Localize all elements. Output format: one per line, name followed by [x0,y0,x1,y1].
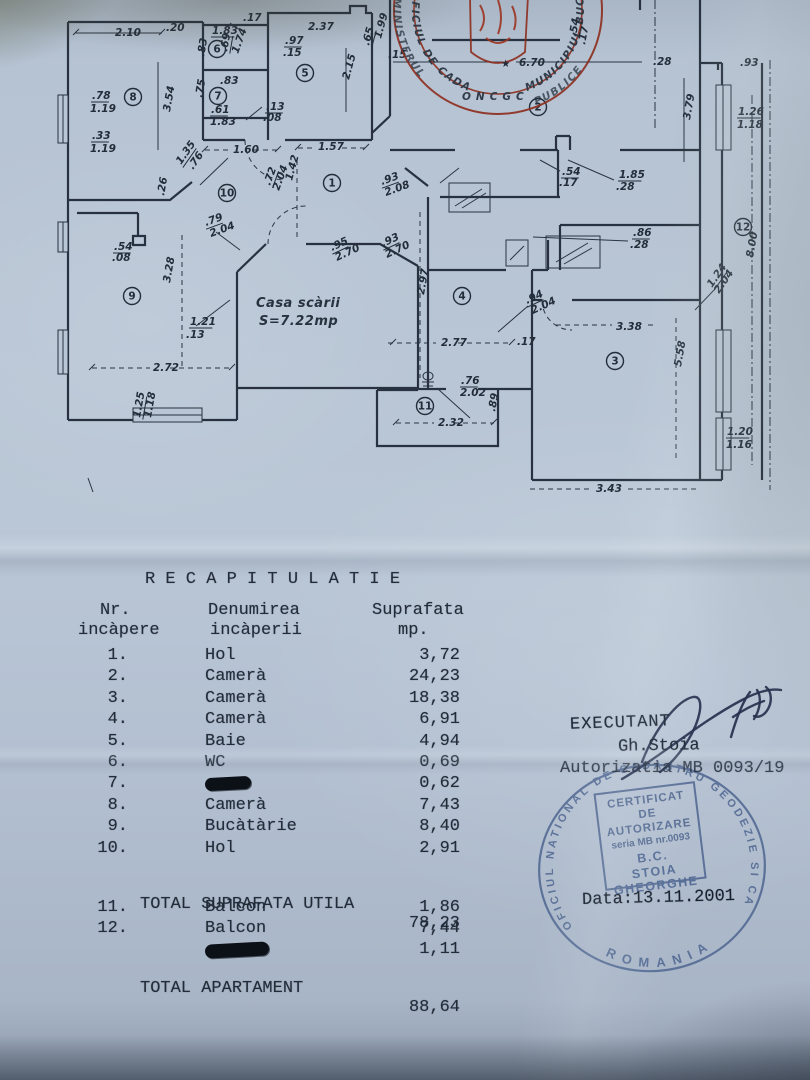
svg-text:DE: DE [638,807,657,821]
executant-name: Gh.Stoia [617,736,700,757]
svg-text:ROMANIA: ROMANIA [602,932,714,976]
authorization-line: Autorizatia MB 0093/19 [560,759,785,778]
executant-label: EXECUTANT [569,712,672,735]
date-line: Data:13.11.2001 [581,887,736,910]
